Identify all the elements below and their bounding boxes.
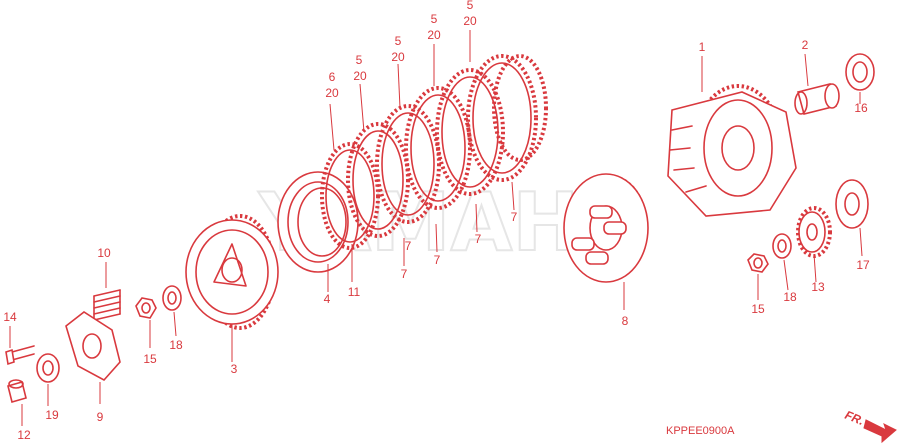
leader-lines [9, 30, 863, 426]
callout-5-c: 5 [431, 12, 438, 26]
callout-10: 10 [97, 246, 111, 260]
callout-1: 1 [699, 40, 706, 54]
callout-7-b: 7 [434, 253, 441, 267]
part-washer-16 [845, 53, 875, 91]
callout-5-a: 5 [356, 53, 363, 67]
callout-20-e: 20 [325, 86, 339, 100]
callout-15-left: 15 [143, 352, 157, 366]
part-washer-18-right [772, 233, 792, 259]
callout-20-d: 20 [463, 14, 477, 28]
callout-19: 19 [45, 408, 59, 422]
part-clutch-boss [563, 173, 649, 283]
callout-3: 3 [231, 362, 238, 376]
callout-15-right: 15 [751, 302, 765, 316]
front-arrow-icon [863, 419, 897, 444]
callout-5-b: 5 [395, 34, 402, 48]
front-direction-indicator: FR. [843, 408, 897, 444]
callout-7-e: 7 [511, 210, 518, 224]
callout-7-d: 7 [475, 232, 482, 246]
callout-18-right: 18 [783, 290, 797, 304]
callout-6: 6 [329, 70, 336, 84]
part-primary-driven-gear [185, 214, 279, 330]
part-collar [794, 83, 840, 115]
part-clutch-housing [667, 84, 797, 217]
callout-labels: 1 2 3 4 5 20 5 20 5 20 5 20 6 20 7 7 7 7… [3, 0, 870, 442]
callout-12: 12 [17, 428, 31, 442]
part-oil-pump-gear [796, 206, 832, 258]
part-lifter-piece [7, 379, 27, 403]
part-nut-15-right [747, 253, 769, 273]
callout-11: 11 [348, 285, 361, 299]
front-label: FR. [843, 408, 866, 428]
part-washer-17 [835, 179, 869, 229]
callout-14: 14 [3, 310, 17, 324]
diagram-code: KPPEE0900A [666, 425, 735, 437]
callout-7-a: 7 [401, 267, 408, 281]
callout-13: 13 [811, 280, 825, 294]
part-clutch-spring [93, 289, 121, 321]
callout-2: 2 [802, 38, 809, 52]
part-washer-18-left [162, 285, 182, 311]
part-clutch-disc-stack [320, 54, 548, 250]
part-nut-15-left [135, 297, 157, 319]
callout-4: 4 [324, 292, 331, 306]
callout-16: 16 [854, 101, 868, 115]
callout-17: 17 [856, 258, 870, 272]
callout-20-b: 20 [391, 50, 405, 64]
callout-20-a: 20 [353, 69, 367, 83]
part-bolt [5, 345, 35, 366]
part-lifter-plate [65, 311, 121, 382]
part-pressure-plate [277, 171, 359, 273]
part-bearing [36, 353, 60, 383]
callout-7-c: 7 [405, 239, 412, 253]
callout-9: 9 [97, 410, 104, 424]
callout-20-c: 20 [427, 28, 441, 42]
callout-5-d: 5 [467, 0, 474, 12]
callout-18-left: 18 [169, 338, 183, 352]
callout-8: 8 [622, 314, 629, 328]
